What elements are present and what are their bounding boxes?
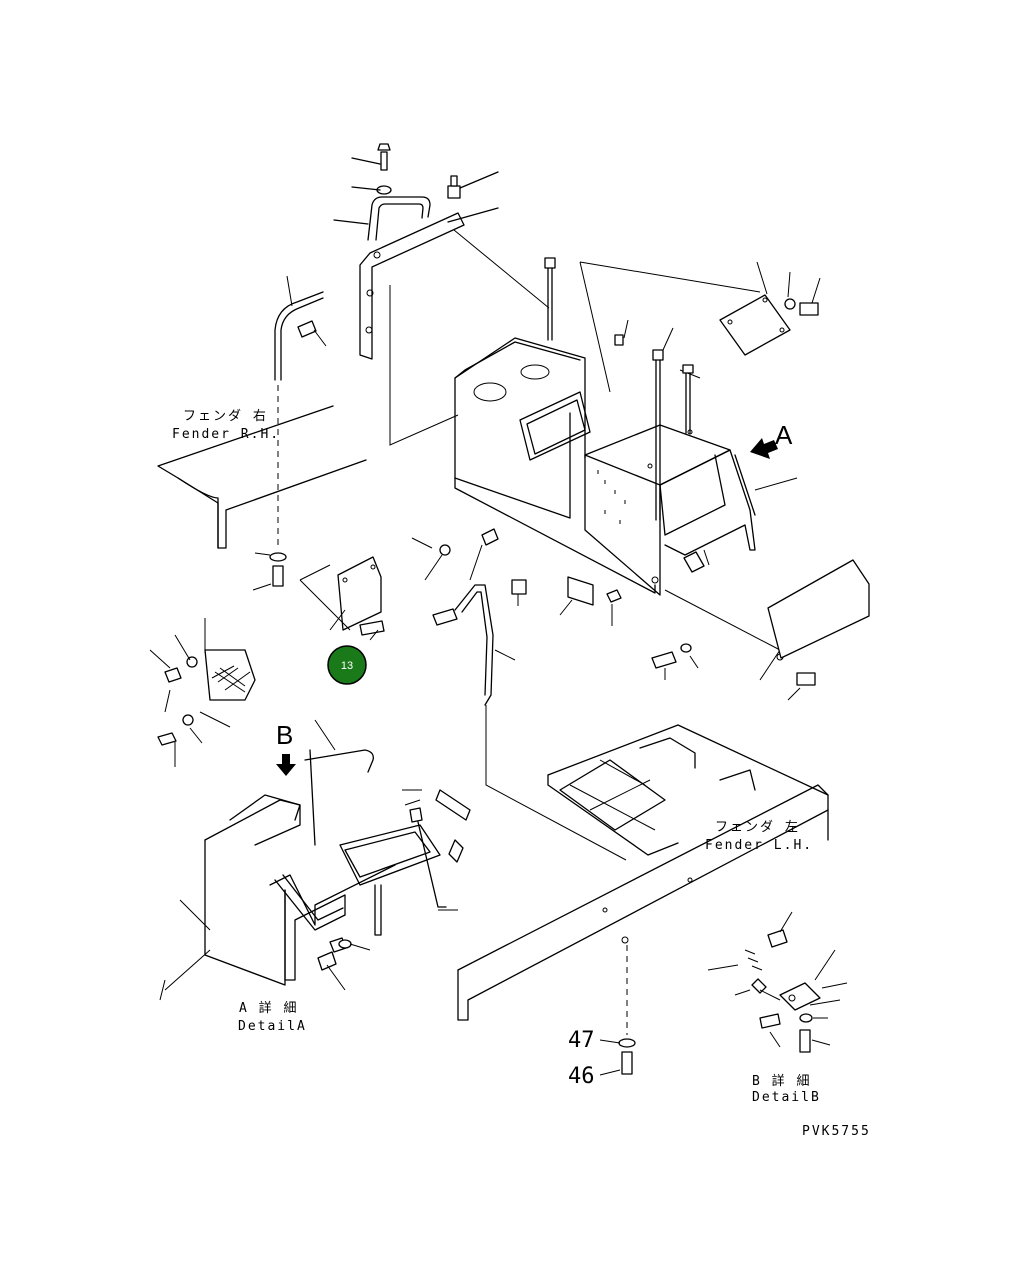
detail-b-en-label: DetailB <box>752 1090 821 1105</box>
detail-a-jp-label: A 詳 細 <box>239 1000 298 1016</box>
view-arrow-b: B <box>276 720 296 776</box>
detail-b-jp-label: B 詳 細 <box>752 1073 811 1089</box>
callout-badge-13[interactable]: 13 <box>327 645 367 685</box>
part-number-47: 47 <box>568 1028 595 1053</box>
part-number-46: 46 <box>568 1064 595 1089</box>
detail-b-drawing: B 詳 細 DetailB <box>707 911 848 1105</box>
fender-rh-assembly: フェンダ 右 Fender R.H. <box>157 275 367 591</box>
detail-a-drawing: A 詳 細 DetailA <box>159 719 471 1034</box>
center-rod <box>454 584 627 861</box>
drawing-code: PVK5755 <box>802 1124 871 1139</box>
fender-rh-en-label: Fender R.H. <box>172 427 280 442</box>
view-arrow-a: A <box>750 420 793 459</box>
view-a-label: A <box>775 420 793 450</box>
handle-assembly <box>333 143 550 446</box>
fender-lh-en-label: Fender L.H. <box>705 838 813 853</box>
fasteners <box>359 257 816 701</box>
view-b-label: B <box>276 720 293 750</box>
fender-lh-jp-label: フェンダ 左 <box>715 820 800 835</box>
grille-assembly <box>149 618 256 767</box>
cover-plates <box>299 261 870 659</box>
callout-number[interactable]: 13 <box>341 660 353 672</box>
main-frame <box>454 337 798 681</box>
fender-lh-assembly: フェンダ 左 Fender L.H. <box>457 724 829 1076</box>
callout-circle[interactable] <box>327 645 367 685</box>
detail-a-en-label: DetailA <box>238 1019 307 1034</box>
fender-rh-jp-label: フェンダ 右 <box>183 409 268 424</box>
